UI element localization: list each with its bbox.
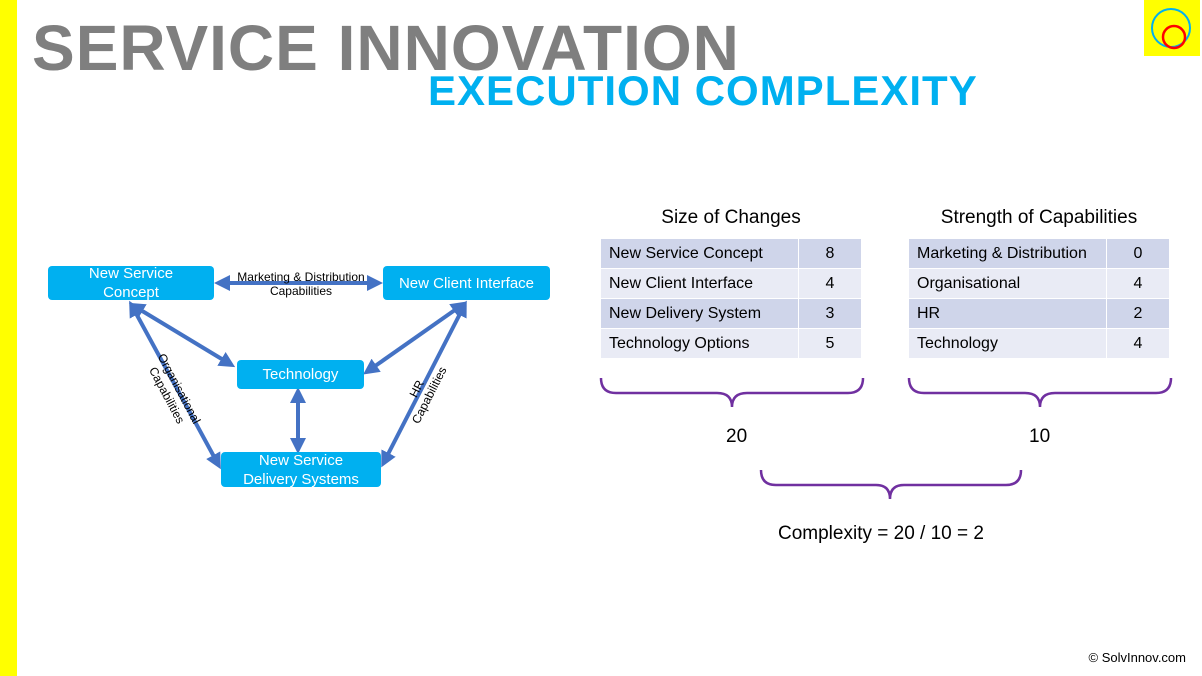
row-value: 4 xyxy=(798,268,862,299)
strength-total: 10 xyxy=(1029,426,1051,447)
arrow-hr xyxy=(381,300,467,468)
row-value: 4 xyxy=(1106,328,1170,359)
brace-complexity xyxy=(759,469,1023,500)
edge-label-marketing: Marketing & Distribution Capabilities xyxy=(237,270,365,298)
node-technology: Technology xyxy=(237,360,364,389)
arrow-organisational xyxy=(129,300,221,470)
size-of-changes-heading: Size of Changes xyxy=(661,207,801,228)
row-label: Organisational xyxy=(908,268,1107,299)
yellow-side-bar xyxy=(0,0,17,676)
row-label: New Client Interface xyxy=(600,268,799,299)
diagram-arrows xyxy=(128,275,467,470)
complexity-formula: Complexity = 20 / 10 = 2 xyxy=(778,523,984,544)
node-new-service-delivery-systems: New Service Delivery Systems xyxy=(221,452,381,488)
row-value: 4 xyxy=(1106,268,1170,299)
logo-icon xyxy=(1144,0,1200,56)
braces xyxy=(599,377,1173,500)
row-value: 0 xyxy=(1106,238,1170,269)
row-value: 8 xyxy=(798,238,862,269)
node-new-service-concept: New Service Concept xyxy=(48,265,214,301)
size-total: 20 xyxy=(726,426,748,447)
brace-strength xyxy=(907,377,1173,408)
strength-of-capabilities-heading: Strength of Capabilities xyxy=(940,207,1138,228)
row-value: 2 xyxy=(1106,298,1170,329)
row-label: HR xyxy=(908,298,1107,329)
row-label: Technology xyxy=(908,328,1107,359)
node-new-client-interface: New Client Interface xyxy=(383,266,550,300)
slide-subtitle: EXECUTION COMPLEXITY xyxy=(428,67,978,114)
copyright: © SolvInnov.com xyxy=(1088,650,1187,665)
brace-size xyxy=(599,377,865,408)
slide-title: SERVICE INNOVATION xyxy=(32,12,740,84)
row-label: New Service Concept xyxy=(600,238,799,269)
row-label: Technology Options xyxy=(600,328,799,359)
row-value: 5 xyxy=(798,328,862,359)
row-value: 3 xyxy=(798,298,862,329)
row-label: Marketing & Distribution xyxy=(908,238,1107,269)
